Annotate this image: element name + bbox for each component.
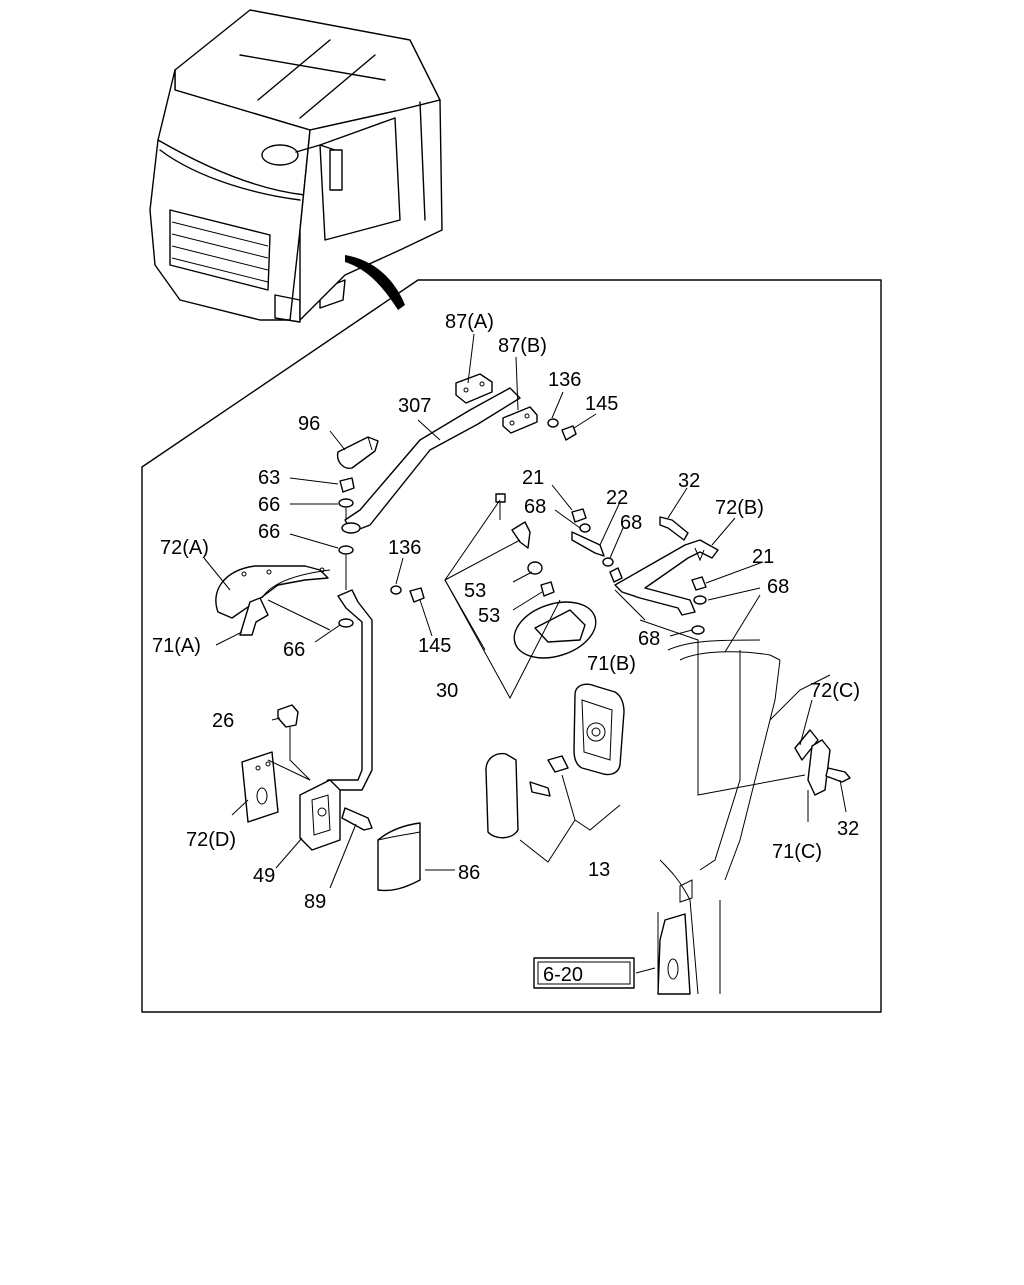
- mirror-stay-307: [341, 387, 521, 534]
- bracket-plate-87b: [502, 406, 538, 434]
- mirror-head-13: [573, 683, 625, 776]
- callout-72b: 72(B): [715, 497, 764, 519]
- bolt-32a: [659, 516, 689, 541]
- callout-22: 22: [606, 487, 628, 509]
- bracket-71c: [807, 739, 831, 796]
- callout-66-bottom: 66: [283, 639, 305, 661]
- callout-63: 63: [258, 467, 280, 489]
- callout-68c: 68: [767, 576, 789, 598]
- bracket-72c: [794, 729, 819, 761]
- mirror-base-49: [299, 779, 341, 851]
- washer-68a: [579, 523, 591, 533]
- callout-71b: 71(B): [587, 653, 636, 675]
- bolt-13: [529, 781, 551, 797]
- washer-68b: [602, 557, 614, 567]
- washer-136-top: [547, 418, 559, 428]
- reference-box: 6-20: [533, 957, 635, 989]
- callout-21b: 21: [752, 546, 774, 568]
- callout-145-top: 145: [585, 393, 618, 415]
- callout-30: 30: [436, 680, 458, 702]
- detail-frame: [141, 279, 882, 1013]
- bolt-89: [341, 807, 373, 831]
- cap-nut-145-mid: [409, 587, 425, 603]
- truck-cab-illustration: [149, 9, 443, 323]
- callout-13: 13: [588, 859, 610, 881]
- callout-49: 49: [253, 865, 275, 887]
- mirror-bracket: [511, 521, 531, 549]
- washer-66-bottom: [338, 618, 354, 628]
- callout-96: 96: [298, 413, 320, 435]
- bracket-22: [571, 531, 605, 557]
- callout-32a: 32: [678, 470, 700, 492]
- leader-lines: [203, 333, 847, 974]
- washer-66-top: [338, 498, 354, 508]
- mirror-arm-right: [614, 539, 719, 616]
- bracket-plate-87a: [455, 373, 493, 404]
- callout-87a: 87(A): [445, 311, 494, 333]
- callout-labels: 87(A) 87(B) 136 145 307 96 63 66 66 72(A…: [152, 311, 860, 913]
- callout-89: 89: [304, 891, 326, 913]
- callout-26: 26: [212, 710, 234, 732]
- callout-307: 307: [398, 395, 431, 417]
- nut-63: [339, 477, 355, 493]
- callout-71a: 71(A): [152, 635, 201, 657]
- washer-68c: [693, 595, 707, 605]
- nut-21b: [691, 576, 707, 591]
- callout-68b: 68: [620, 512, 642, 534]
- callout-66-top: 66: [258, 494, 280, 516]
- callout-72c: 72(C): [810, 680, 860, 702]
- callout-53b: 53: [478, 605, 500, 627]
- bracket-72a: [215, 565, 329, 619]
- nut-21a: [571, 508, 587, 523]
- cap-nut-145-top: [561, 425, 577, 441]
- reference-box-label: 6-20: [543, 964, 583, 986]
- mirror-assembly-30: [513, 601, 597, 659]
- callout-136-top: 136: [548, 369, 581, 391]
- cab-door-outline: [657, 639, 831, 995]
- bolt-32b: [825, 767, 851, 783]
- lamp-bulb-96: [336, 436, 379, 469]
- callout-72a: 72(A): [160, 537, 209, 559]
- callout-72d: 72(D): [186, 829, 236, 851]
- callout-32b: 32: [837, 818, 859, 840]
- washer-68d: [691, 625, 705, 635]
- callout-53a: 53: [464, 580, 486, 602]
- nut-53b: [540, 581, 555, 597]
- mirror-cover: [485, 752, 519, 839]
- washer-136-mid: [390, 585, 402, 595]
- callout-68a: 68: [524, 496, 546, 518]
- callout-71c: 71(C): [772, 841, 822, 863]
- callout-66-mid: 66: [258, 521, 280, 543]
- plate-72d: [241, 751, 279, 823]
- callout-86: 86: [458, 862, 480, 884]
- callout-68d: 68: [638, 628, 660, 650]
- callout-145-mid: 145: [418, 635, 451, 657]
- callout-87b: 87(B): [498, 335, 547, 357]
- cap-53a: [527, 561, 543, 575]
- callout-21a: 21: [522, 467, 544, 489]
- cover-86: [377, 822, 421, 892]
- clip-26: [277, 704, 299, 728]
- callout-136-mid: 136: [388, 537, 421, 559]
- bracket-71a: [239, 597, 269, 636]
- washer-66-mid: [338, 545, 354, 555]
